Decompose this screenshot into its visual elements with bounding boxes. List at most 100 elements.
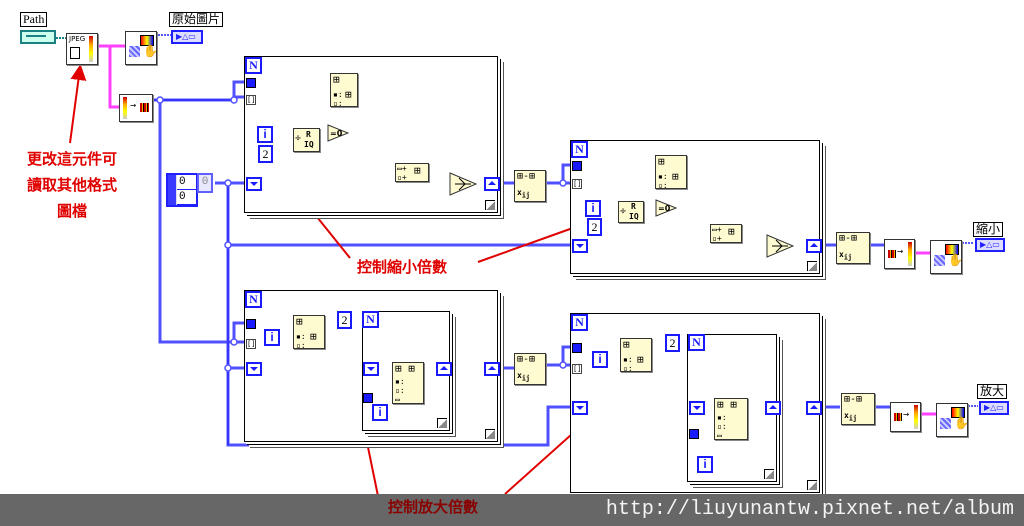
shift-register-right: [806, 239, 822, 253]
shrink-picture-indicator[interactable]: ▶△▭: [975, 238, 1005, 252]
auto-index-tunnel: [572, 161, 582, 171]
picture-indicator-icon: ▶△▭: [984, 403, 1004, 412]
index-tunnel: []: [572, 364, 582, 374]
draw-picture-node[interactable]: ✋: [930, 240, 962, 274]
shrink-divisor-constant-2[interactable]: 2: [587, 218, 602, 236]
build-array-node[interactable]: ▭+▫+⊞: [710, 224, 742, 243]
array-grid-icon: ⊞: [637, 353, 644, 366]
cluster-constant[interactable]: 0 0: [166, 173, 198, 207]
index-icon: ▪:▫:: [333, 90, 343, 107]
select-node[interactable]: [766, 234, 794, 258]
array-subset-node[interactable]: ⊞▪:▫:⊞: [330, 73, 358, 107]
shift-register-right-inner: [436, 362, 452, 376]
page-corner-icon: [485, 429, 495, 439]
transpose-array-node[interactable]: ⊞-⊞xij xji: [841, 393, 875, 425]
enlarge-count-constant-1[interactable]: 2: [337, 311, 352, 329]
image-wires: [96, 44, 126, 109]
auto-index-tunnel: [246, 319, 256, 329]
picture-icon: [940, 418, 951, 429]
cluster-value-1[interactable]: 0: [177, 175, 196, 190]
build-array-icon: ▭+▫+: [397, 164, 407, 182]
path-icon: [26, 35, 46, 37]
shrink-divisor-constant-1[interactable]: 2: [258, 145, 273, 163]
bundle-node[interactable]: 0: [197, 173, 213, 193]
loop-count-terminal: N: [571, 141, 588, 158]
shift-register-left: [246, 362, 262, 376]
array-subset-node[interactable]: ⊞▪:▫:⊞: [620, 338, 652, 372]
shift-register-left: [572, 239, 588, 253]
equal-zero-node[interactable]: =0: [327, 124, 349, 142]
page-corner-icon: [807, 480, 817, 490]
matrix-index-icon: xij xji: [839, 250, 852, 263]
index-tunnel: []: [246, 95, 256, 105]
transpose-array-node[interactable]: ⊞-⊞ xij xji: [514, 353, 546, 385]
shrink-factor-note: 控制縮小倍數: [357, 258, 448, 276]
picture-indicator-icon: ▶△▭: [176, 32, 196, 41]
enlarge-output-label: 放大: [977, 384, 1008, 399]
flatten-pixmap-node[interactable]: →: [884, 239, 915, 269]
iteration-terminal: i: [264, 329, 280, 346]
shrink-output-label: 縮小: [973, 222, 1004, 237]
index-icon: ▪:▫:: [623, 355, 633, 372]
page-corner-icon: [437, 418, 447, 428]
footer-bar: http://liuyunantw.pixnet.net/album: [0, 494, 1024, 526]
flatten-pixmap-node[interactable]: →: [890, 402, 921, 432]
replace-array-subset-node[interactable]: ⊞ ⊞ ▪:▫:▭: [392, 362, 424, 404]
replace-array-subset-node[interactable]: ⊞ ⊞▪:▫:▭: [714, 398, 748, 440]
select-node[interactable]: [449, 172, 477, 196]
array-grid-icon: ⊞ ⊞: [717, 398, 737, 411]
enlarge-picture-indicator[interactable]: ▶△▭: [979, 401, 1009, 415]
auto-index-tunnel: [246, 78, 256, 88]
shift-register-right: [484, 177, 500, 191]
enlarge-count-constant-2[interactable]: 2: [665, 334, 680, 352]
iteration-terminal: i: [257, 126, 273, 143]
matrix-index-icon: xij xji: [517, 371, 530, 384]
index-icon: ▪:▫:▭: [395, 377, 405, 404]
path-control[interactable]: [20, 30, 56, 44]
jpeg-reader-node[interactable]: JPEG: [66, 33, 98, 65]
cluster-value-2[interactable]: 0: [177, 190, 196, 205]
shift-register-left: [246, 177, 262, 191]
quotient-label: IQ: [629, 212, 639, 221]
transpose-array-node[interactable]: ⊞-⊞xij xji: [836, 232, 870, 264]
draw-picture-node[interactable]: ✋: [936, 403, 968, 437]
jpeg-reader-label: JPEG: [69, 35, 86, 43]
array-grid-icon: ⊞: [296, 315, 303, 328]
auto-index-tunnel: [363, 393, 373, 403]
picture-icon: [129, 46, 140, 57]
divide-icon: ÷: [295, 133, 302, 144]
equal-zero-label: =0: [658, 204, 671, 213]
path-label: Path: [20, 12, 48, 27]
build-array-node[interactable]: ▭+▫+ ⊞: [395, 163, 429, 182]
watermark-url: http://liuyunantw.pixnet.net/album: [605, 498, 1014, 521]
loop-count-terminal: N: [688, 334, 705, 351]
array-grid-icon: ⊞: [345, 88, 352, 101]
iteration-terminal: i: [372, 404, 388, 421]
original-image-indicator[interactable]: ▶△▭: [171, 30, 203, 44]
pixel-column-icon: [89, 36, 93, 62]
array-grid-icon: ⊞: [658, 155, 665, 168]
equal-zero-node[interactable]: =0: [655, 199, 677, 217]
page-corner-icon: [764, 469, 774, 479]
unflatten-pixmap-node[interactable]: →: [119, 94, 153, 122]
transpose-icon: ⊞-⊞: [517, 354, 536, 365]
loop-count-terminal: N: [245, 291, 262, 308]
array-grid-icon: ⊞ ⊞: [395, 362, 415, 375]
array-grid-icon: ⊞: [414, 164, 421, 177]
array-subset-node[interactable]: ⊞▪:▫:⊞: [655, 155, 687, 189]
auto-index-tunnel: [572, 343, 582, 353]
original-image-label: 原始圖片: [169, 12, 224, 27]
reader-note-line-3: 圖檔: [56, 202, 87, 220]
arrow-right-icon: →: [130, 100, 137, 111]
transpose-array-node[interactable]: ⊞-⊞xij xji: [514, 170, 546, 202]
image-icon: [951, 407, 965, 418]
hand-icon: ✋: [143, 44, 157, 58]
image-icon: [140, 35, 154, 46]
picture-indicator-icon: ▶△▭: [980, 240, 1000, 249]
draw-picture-node[interactable]: ✋: [125, 31, 157, 65]
array-subset-node[interactable]: ⊞▪:▫:⊞: [293, 315, 325, 349]
reader-note-line-2: 讀取其他格式: [26, 176, 117, 194]
